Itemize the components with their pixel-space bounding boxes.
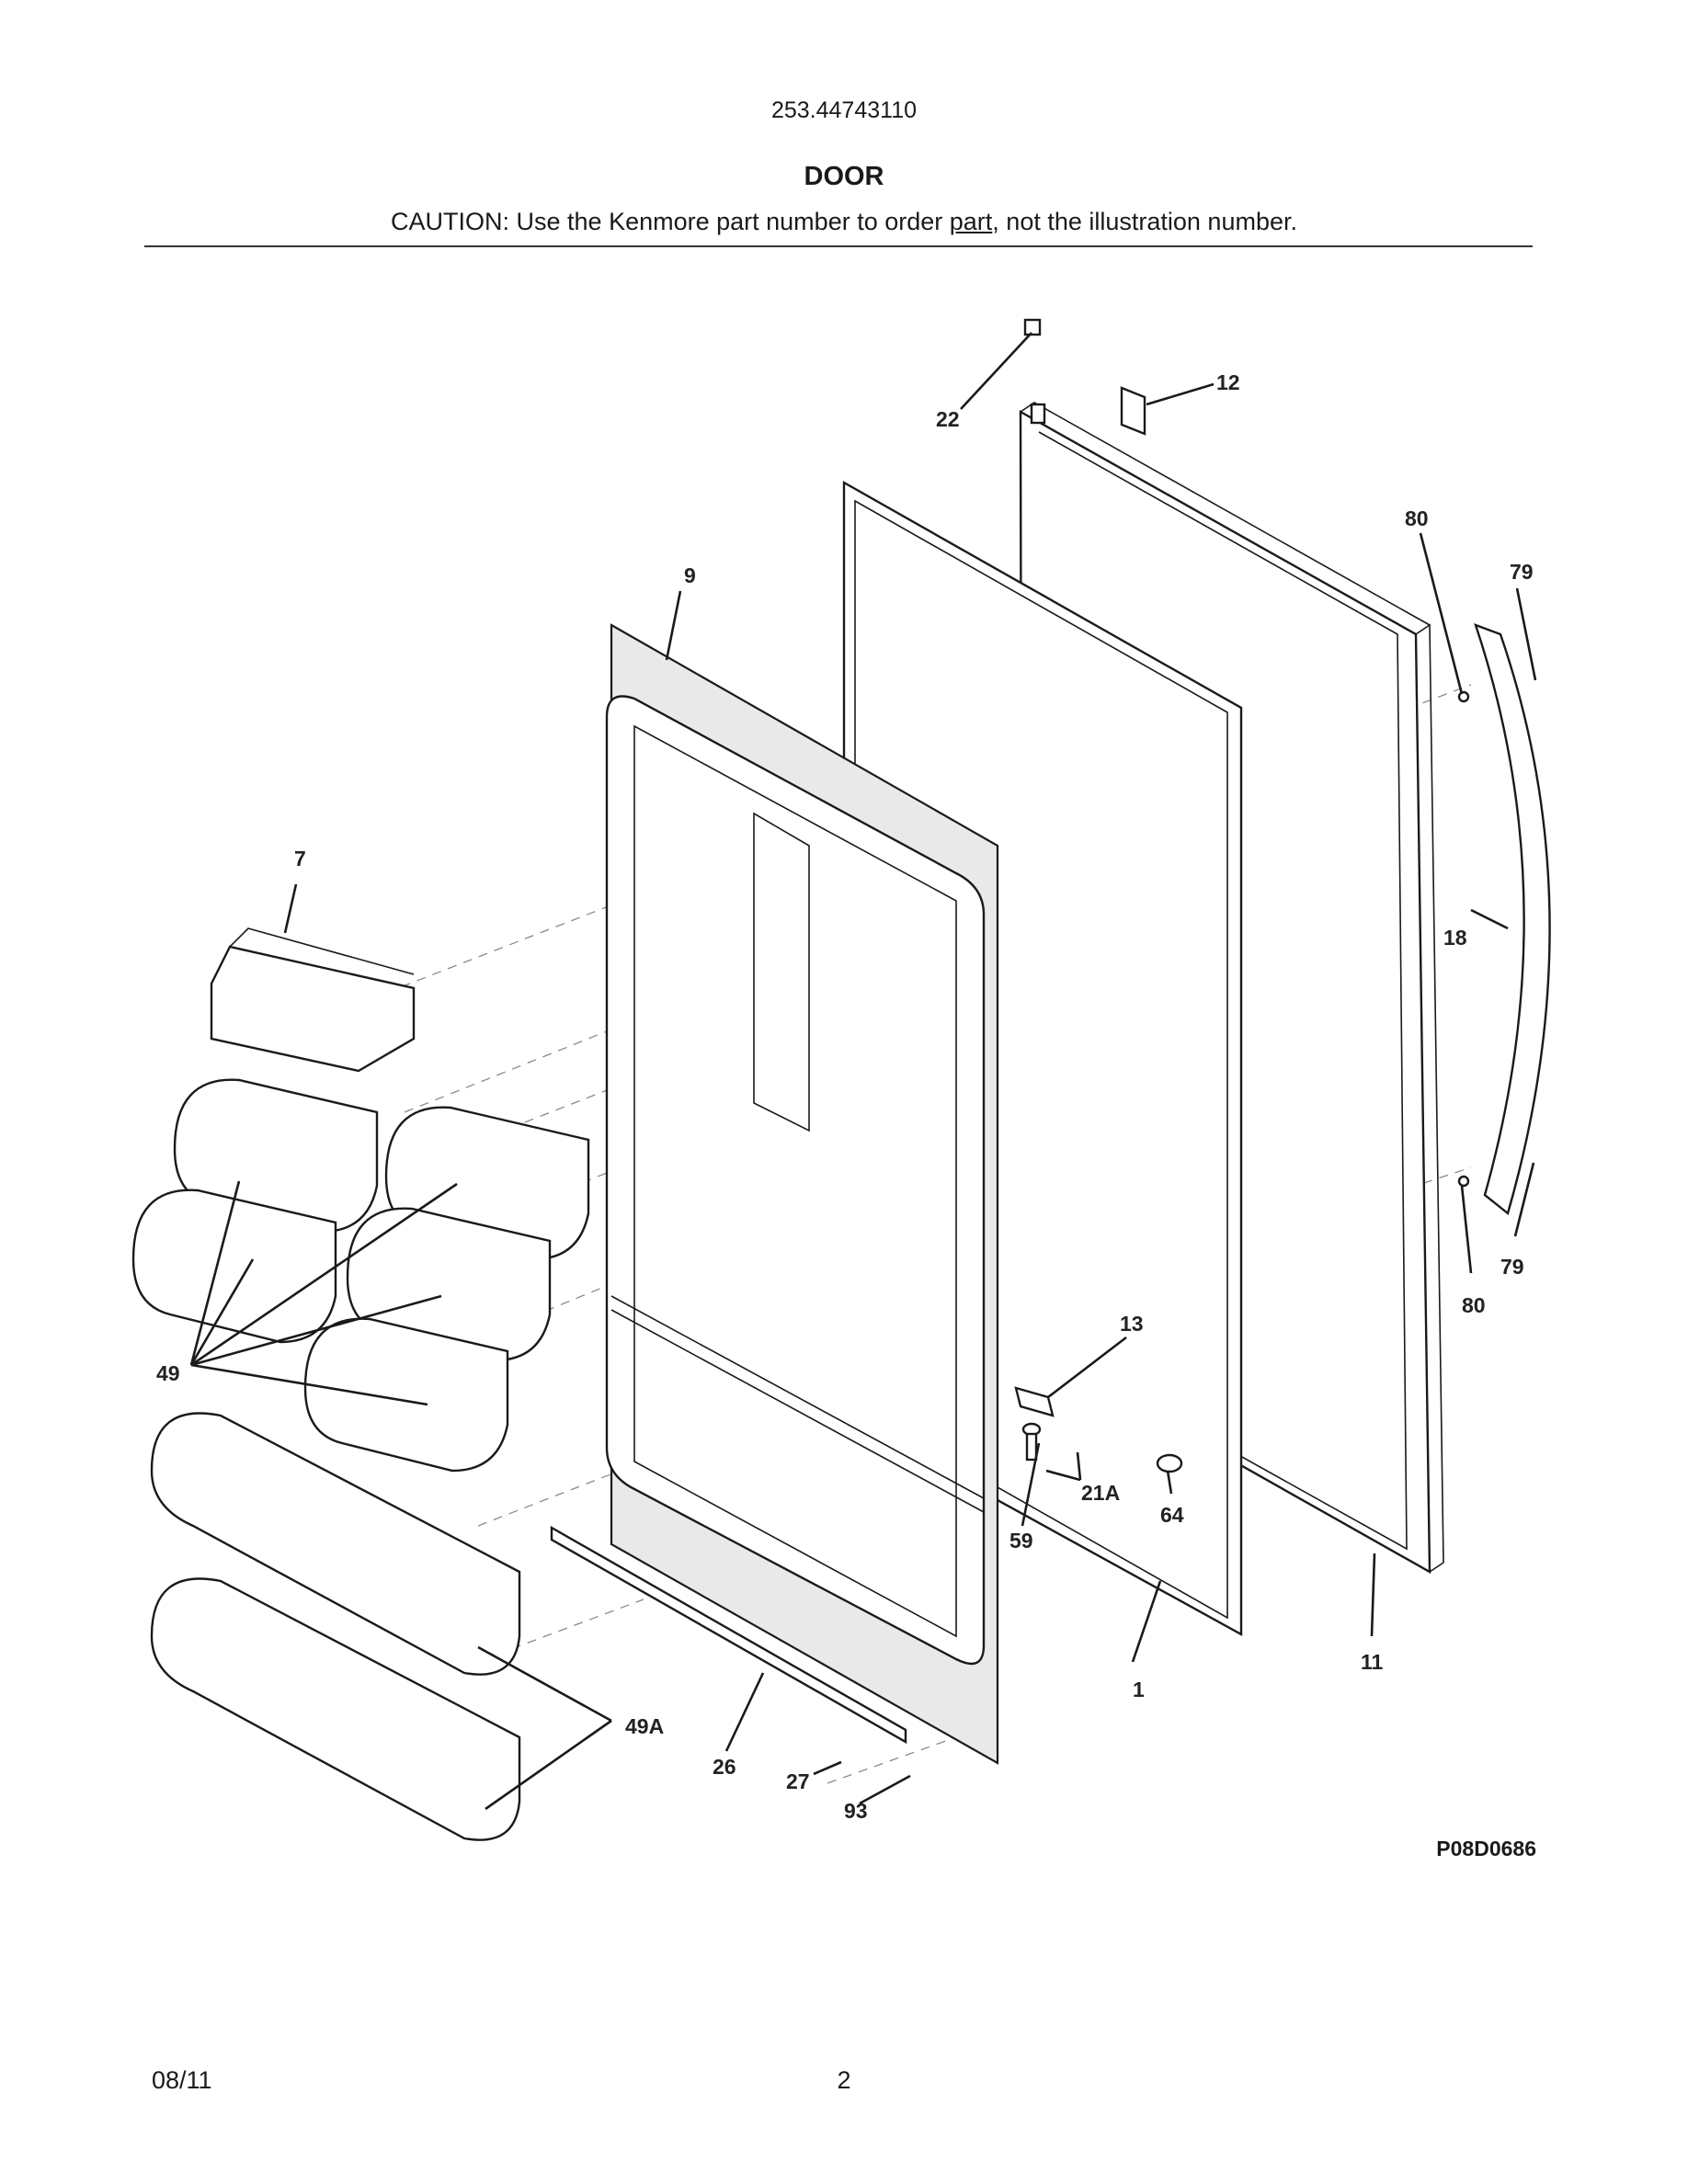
callout-7: 7 <box>294 847 306 870</box>
callout-93: 93 <box>844 1799 868 1823</box>
door-handle <box>1474 623 1551 1216</box>
callout-18: 18 <box>1443 926 1467 950</box>
callout-27: 27 <box>786 1769 810 1793</box>
door-bins <box>131 927 590 1841</box>
callout-59: 59 <box>1009 1529 1033 1553</box>
callout-80-top: 80 <box>1405 506 1429 530</box>
page-number: 2 <box>837 2066 851 2094</box>
callout-49a: 49A <box>625 1714 664 1738</box>
hardware-parts <box>1014 318 1470 1473</box>
caution-underlined-word: part <box>949 208 993 235</box>
callout-13: 13 <box>1120 1312 1144 1336</box>
inner-door-liner <box>605 623 999 1765</box>
callout-9: 9 <box>684 563 696 587</box>
model-number: 253.44743110 <box>770 97 918 123</box>
caution-note: CAUTION: Use the Kenmore part number to … <box>0 208 1688 236</box>
leader-lines <box>189 332 1537 1811</box>
callout-79-bottom: 79 <box>1500 1255 1524 1279</box>
callout-26: 26 <box>713 1755 736 1779</box>
callout-22: 22 <box>936 407 960 431</box>
door-bottom-trim <box>550 1525 907 1745</box>
callout-labels: 22 12 80 79 9 7 18 79 80 13 21A 64 59 11… <box>156 370 1534 1823</box>
callout-79-top: 79 <box>1510 560 1534 584</box>
caution-prefix: CAUTION: Use the Kenmore part number to … <box>391 208 950 235</box>
section-title: DOOR <box>804 162 884 191</box>
callout-21a: 21A <box>1081 1481 1120 1505</box>
caution-suffix: , not the illustration number. <box>992 208 1297 235</box>
callout-49: 49 <box>156 1361 180 1385</box>
callout-80-bottom: 80 <box>1462 1293 1486 1317</box>
callout-1: 1 <box>1133 1678 1145 1701</box>
figure-id: P08D0686 <box>1436 1837 1536 1860</box>
callout-11: 11 <box>1361 1650 1384 1674</box>
callout-12: 12 <box>1216 370 1240 394</box>
callout-64: 64 <box>1160 1503 1184 1527</box>
header-rule <box>144 245 1533 247</box>
footer-date: 08/11 <box>152 2066 212 2094</box>
